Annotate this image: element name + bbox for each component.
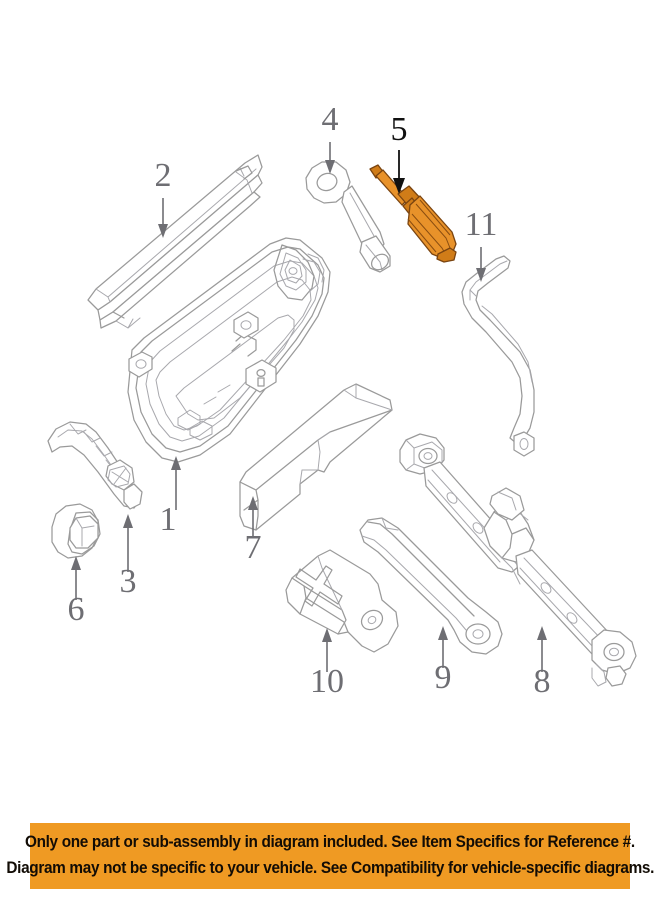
callout-arrow-6 [71,556,81,600]
callout-arrow-8 [537,626,547,672]
callout-label-5: 5 [391,111,408,148]
callout-arrows [71,142,547,672]
callout-arrow-7 [248,496,258,538]
callout-arrow-4 [325,142,335,174]
part-bracket-plate [285,549,399,653]
disclaimer-banner: Only one part or sub-assembly in diagram… [6,823,654,889]
callout-arrow-9 [438,626,448,668]
part-tool-tray-case [127,237,331,463]
part-screwdriver-highlighted [369,164,457,263]
part-z-bent-rod-wrench [461,255,535,457]
callout-label-9: 9 [435,659,452,696]
callout-label-2: 2 [155,157,172,194]
callout-arrow-5 [393,150,405,194]
callout-label-3: 3 [120,563,137,600]
callout-arrow-3 [123,514,133,572]
callout-arrow-1 [171,456,181,510]
callout-label-1: 1 [160,501,177,538]
disclaimer-line-1: Only one part or sub-assembly in diagram… [25,833,635,852]
callout-label-7: 7 [245,529,262,566]
callout-label-4: 4 [322,101,339,138]
part-tray-cover-strip [87,154,263,329]
part-jack-handle-rod [305,161,391,273]
part-tow-hook [359,517,503,655]
disclaimer-line-2: Diagram may not be specific to your vehi… [6,859,654,877]
callout-arrow-2 [158,198,168,238]
callout-arrow-10 [322,628,332,672]
exploded-parts-diagram: 1 2 3 4 5 6 7 8 9 10 11 [47,101,637,700]
part-hook-tool [47,421,143,510]
callout-label-10: 10 [310,663,344,700]
part-scissor-jack [399,433,637,687]
part-foam-block [239,383,393,531]
callout-label-8: 8 [534,663,551,700]
callout-label-6: 6 [68,591,85,628]
part-retainer-knob [51,503,101,559]
callout-arrow-11 [476,247,486,282]
callout-label-11: 11 [465,206,498,243]
